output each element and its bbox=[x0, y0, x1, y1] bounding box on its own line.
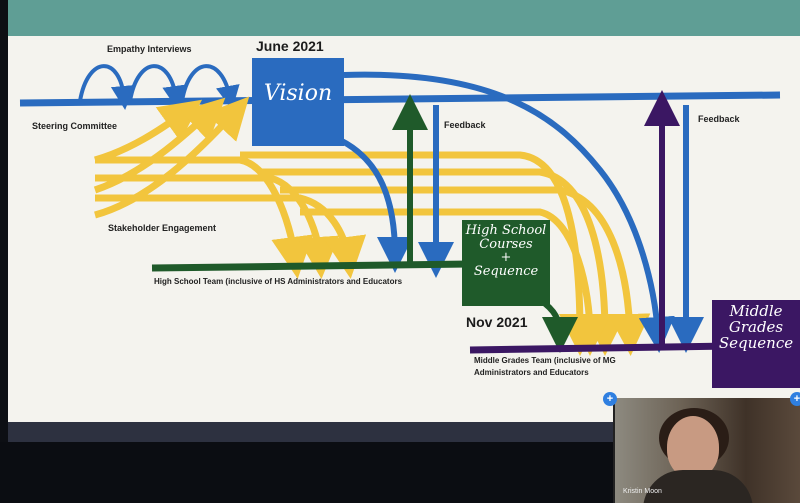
empathy-loop-2 bbox=[128, 64, 187, 110]
vision-to-mg-arrow bbox=[343, 71, 675, 353]
steering-label: Steering Committee bbox=[32, 121, 118, 131]
feedback-right-label: Feedback bbox=[698, 114, 740, 124]
hs-box-text: High School Courses + Sequence bbox=[462, 224, 550, 279]
stakeholder-line-2 bbox=[93, 97, 226, 194]
stakeholder-line-1 bbox=[94, 99, 203, 164]
empathy-label: Empathy Interviews bbox=[107, 44, 192, 54]
feedback-left-label: Feedback bbox=[444, 120, 486, 130]
stakeholder-line-4 bbox=[95, 156, 314, 279]
mg-box-line-1: Middle bbox=[729, 302, 783, 320]
stakeholder-line-8 bbox=[260, 168, 626, 356]
mg-box-line-2: Grades bbox=[728, 317, 784, 336]
stakeholder-line-6 bbox=[95, 194, 367, 279]
date-nov: Nov 2021 bbox=[466, 314, 528, 330]
participant-face bbox=[667, 416, 719, 478]
plus-icon-side[interactable]: + bbox=[790, 392, 800, 406]
mg-box-text: Middle Grades Sequence bbox=[712, 302, 800, 352]
mg-box-line-3: Sequence bbox=[718, 333, 794, 352]
mg-team-label-line-1: Middle Grades Team (inclusive of MG bbox=[474, 356, 616, 365]
participant-name: Kristin Moon bbox=[623, 488, 662, 495]
stakeholder-line-5 bbox=[95, 174, 340, 279]
vision-box bbox=[252, 58, 344, 146]
stakeholder-line-7 bbox=[240, 151, 601, 356]
hs-box-line-4: Sequence bbox=[473, 263, 539, 279]
stakeholder-line-9 bbox=[280, 186, 651, 356]
vision-to-hs-arrow bbox=[338, 137, 413, 273]
hs-box-line-2: Courses bbox=[479, 236, 533, 252]
mg-team-label-line-2: Administrators and Educators bbox=[474, 368, 589, 377]
empathy-loop-3 bbox=[180, 64, 240, 110]
mg-box bbox=[712, 300, 800, 388]
hs-box-line-3: + bbox=[500, 250, 512, 266]
stakeholder-label: Stakeholder Engagement bbox=[108, 223, 217, 233]
vision-text: Vision bbox=[263, 81, 333, 106]
stakeholder-line-3 bbox=[94, 96, 250, 219]
participant-body bbox=[643, 470, 753, 503]
hs-box-line-1: High School bbox=[465, 223, 547, 238]
steering-line bbox=[19, 91, 781, 107]
slide-header-band bbox=[8, 0, 800, 36]
hs-box bbox=[462, 220, 550, 306]
stakeholder-line-10 bbox=[300, 208, 611, 356]
date-june: June 2021 bbox=[256, 38, 324, 54]
plus-icon[interactable]: + bbox=[603, 392, 617, 406]
slide-footer-band bbox=[8, 422, 800, 442]
participant-video-tile[interactable]: Kristin Moon bbox=[613, 398, 800, 503]
empathy-loop-1 bbox=[78, 64, 135, 110]
hs-team-label: High School Team (inclusive of HS Admini… bbox=[154, 277, 403, 286]
hs-team-line bbox=[151, 260, 471, 272]
